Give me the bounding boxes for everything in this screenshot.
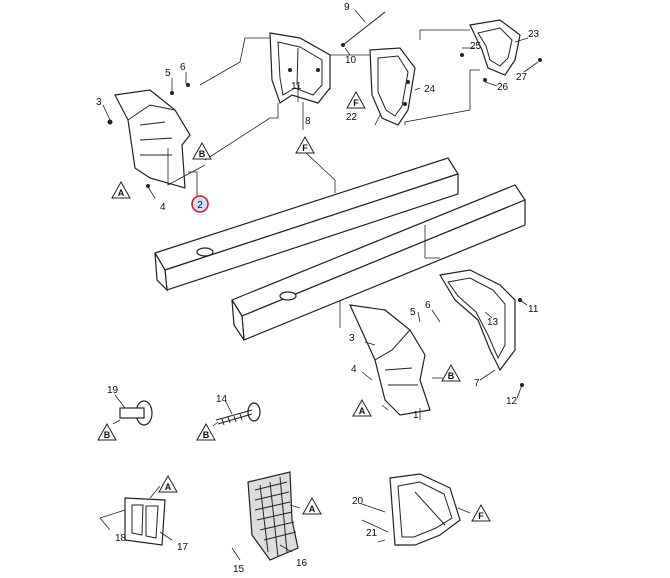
callout-20[interactable]: 20 <box>352 496 364 507</box>
callout-21[interactable]: 21 <box>366 528 378 539</box>
view-label: F <box>302 143 308 153</box>
callout-22[interactable]: 22 <box>346 112 358 123</box>
callout-11b[interactable]: 11 <box>528 304 539 315</box>
fasteners-upper <box>107 83 190 188</box>
callout-3[interactable]: 3 <box>96 97 102 108</box>
view-label-triangle: A <box>111 180 131 199</box>
callout-27[interactable]: 27 <box>516 72 528 83</box>
callout-4b[interactable]: 4 <box>351 364 357 375</box>
callout-12[interactable]: 12 <box>506 396 518 407</box>
callout-2[interactable]: 2 <box>197 200 203 211</box>
callout-1[interactable]: 1 <box>413 410 419 421</box>
callout-14[interactable]: 14 <box>216 394 228 405</box>
view-label: B <box>203 430 210 440</box>
view-label: B <box>104 430 111 440</box>
callout-17[interactable]: 17 <box>177 542 189 553</box>
view-label: B <box>448 371 455 381</box>
callout-7[interactable]: 7 <box>474 378 480 389</box>
callout-5[interactable]: 5 <box>165 68 171 79</box>
view-label: B <box>199 149 206 159</box>
view-label-triangle: A <box>158 474 178 493</box>
view-label-triangle: F <box>295 135 315 154</box>
view-label-triangle: F <box>346 90 366 109</box>
callout-19[interactable]: 19 <box>107 385 119 396</box>
view-label-triangle: A <box>352 398 372 417</box>
view-label: A <box>118 188 125 198</box>
bracket-mid-right <box>439 269 524 387</box>
view-label-triangles: A B F F B A B B A A F <box>97 90 491 522</box>
frame-rail-lower <box>231 184 526 341</box>
bolt-14 <box>215 402 261 426</box>
bracket-20-21 <box>389 473 461 546</box>
view-label: A <box>309 504 316 514</box>
callout-6[interactable]: 6 <box>180 62 186 73</box>
callout-24[interactable]: 24 <box>424 84 436 95</box>
callout-16[interactable]: 16 <box>296 558 308 569</box>
view-label-triangle: B <box>97 422 117 441</box>
callout-18[interactable]: 18 <box>115 533 127 544</box>
view-label-triangle: B <box>196 422 216 441</box>
leader-lines <box>99 9 539 561</box>
callout-9[interactable]: 9 <box>344 2 350 13</box>
view-label: F <box>478 511 484 521</box>
callout-15[interactable]: 15 <box>233 564 245 575</box>
bolt-19 <box>119 400 153 426</box>
callout-25[interactable]: 25 <box>470 41 482 52</box>
view-label: A <box>165 482 172 492</box>
view-label-triangle: F <box>471 503 491 522</box>
mud-flap-16 <box>247 471 299 561</box>
bracket-17 <box>124 497 166 546</box>
callout-numbers: 2 3 4 5 6 8 11 9 10 22 24 23 25 26 27 3 … <box>96 2 540 575</box>
callout-13[interactable]: 13 <box>487 317 499 328</box>
view-label-triangle: B <box>192 141 212 160</box>
view-label-triangle: B <box>441 363 461 382</box>
callout-23[interactable]: 23 <box>528 29 540 40</box>
frame-rail-upper <box>154 157 459 292</box>
callout-4[interactable]: 4 <box>160 202 166 213</box>
view-label-triangle: A <box>302 496 322 515</box>
mudguard-upper <box>114 89 191 189</box>
callout-6b[interactable]: 6 <box>425 300 431 311</box>
callout-5b[interactable]: 5 <box>410 307 416 318</box>
callout-8[interactable]: 8 <box>305 116 311 127</box>
view-label: A <box>359 406 366 416</box>
callout-10[interactable]: 10 <box>345 55 357 66</box>
highlight-ring <box>191 195 209 213</box>
callout-26[interactable]: 26 <box>497 82 509 93</box>
bracket-far-upper-right <box>460 19 542 82</box>
callout-11[interactable]: 11 <box>291 81 302 92</box>
bracket-upper-right <box>341 11 416 126</box>
callout-3b[interactable]: 3 <box>349 333 355 344</box>
mudguard-lower <box>349 304 431 416</box>
bracket-upper-center <box>269 32 331 104</box>
view-label: F <box>353 98 359 108</box>
